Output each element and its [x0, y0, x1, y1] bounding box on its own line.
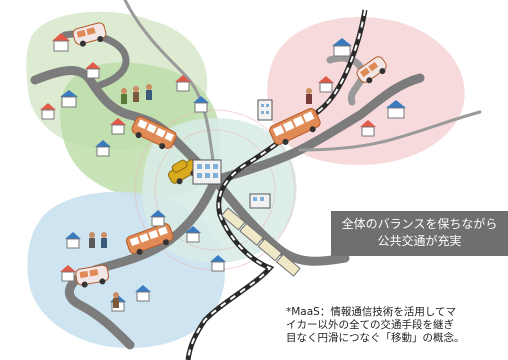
- house-icon: [110, 118, 126, 135]
- house-icon: [40, 103, 56, 120]
- building-icon: [249, 193, 271, 209]
- bus-icon: [125, 223, 174, 255]
- house-icon: [60, 90, 78, 108]
- train-icon: [220, 207, 301, 277]
- house-icon: [150, 210, 166, 227]
- person-icon: [101, 232, 107, 248]
- footnote: *MaaS：情報通信技術を活用してマ イカー以外の全ての交通手段を継ぎ 目なく円…: [286, 306, 508, 345]
- callout-line-1: 全体のバランスを保ちながら: [341, 217, 498, 231]
- road-north-east: [210, 73, 425, 185]
- van-icon: [72, 22, 107, 47]
- zone-north-east: [267, 17, 465, 165]
- footnote-line-3: 目なく円滑につなぐ「移動」の概念。: [286, 332, 465, 344]
- house-icon: [210, 255, 226, 272]
- house-icon: [52, 33, 70, 52]
- person-icon: [146, 84, 152, 100]
- house-icon: [175, 75, 191, 92]
- house-icon: [95, 140, 111, 157]
- building-icon: [192, 159, 222, 185]
- house-icon: [60, 265, 76, 282]
- person-icon: [113, 292, 119, 308]
- road-west-winding: [30, 66, 220, 185]
- road-south-east: [210, 175, 350, 266]
- van-icon: [75, 264, 109, 288]
- callout-line-2: 公共交通が充実: [377, 234, 462, 248]
- bus-icon: [269, 108, 321, 145]
- house-icon: [360, 120, 376, 137]
- road-north: [123, 0, 217, 182]
- callout-box: 全体のバランスを保ちながら 公共交通が充実: [331, 211, 508, 256]
- house-icon: [135, 285, 151, 302]
- person-icon: [133, 86, 139, 102]
- person-icon: [306, 88, 312, 104]
- house-icon: [185, 226, 201, 243]
- house-icon: [85, 62, 101, 79]
- house-icon: [386, 100, 406, 119]
- hub-halo-inner: [154, 129, 276, 251]
- person-icon: [89, 232, 95, 248]
- railway-line: [185, 9, 368, 360]
- person-icon: [121, 88, 127, 104]
- road-east-thin: [298, 110, 482, 152]
- house-icon: [193, 96, 209, 113]
- house-icon: [318, 76, 334, 93]
- house-icon: [332, 38, 352, 57]
- bus-icon: [131, 116, 177, 150]
- footnote-line-2: イカー以外の全ての交通手段を継ぎ: [286, 319, 454, 331]
- footnote-line-1: *MaaS：情報通信技術を活用してマ: [286, 306, 457, 318]
- van-icon: [356, 56, 387, 84]
- building-icon: [257, 99, 273, 121]
- house-icon: [65, 232, 81, 249]
